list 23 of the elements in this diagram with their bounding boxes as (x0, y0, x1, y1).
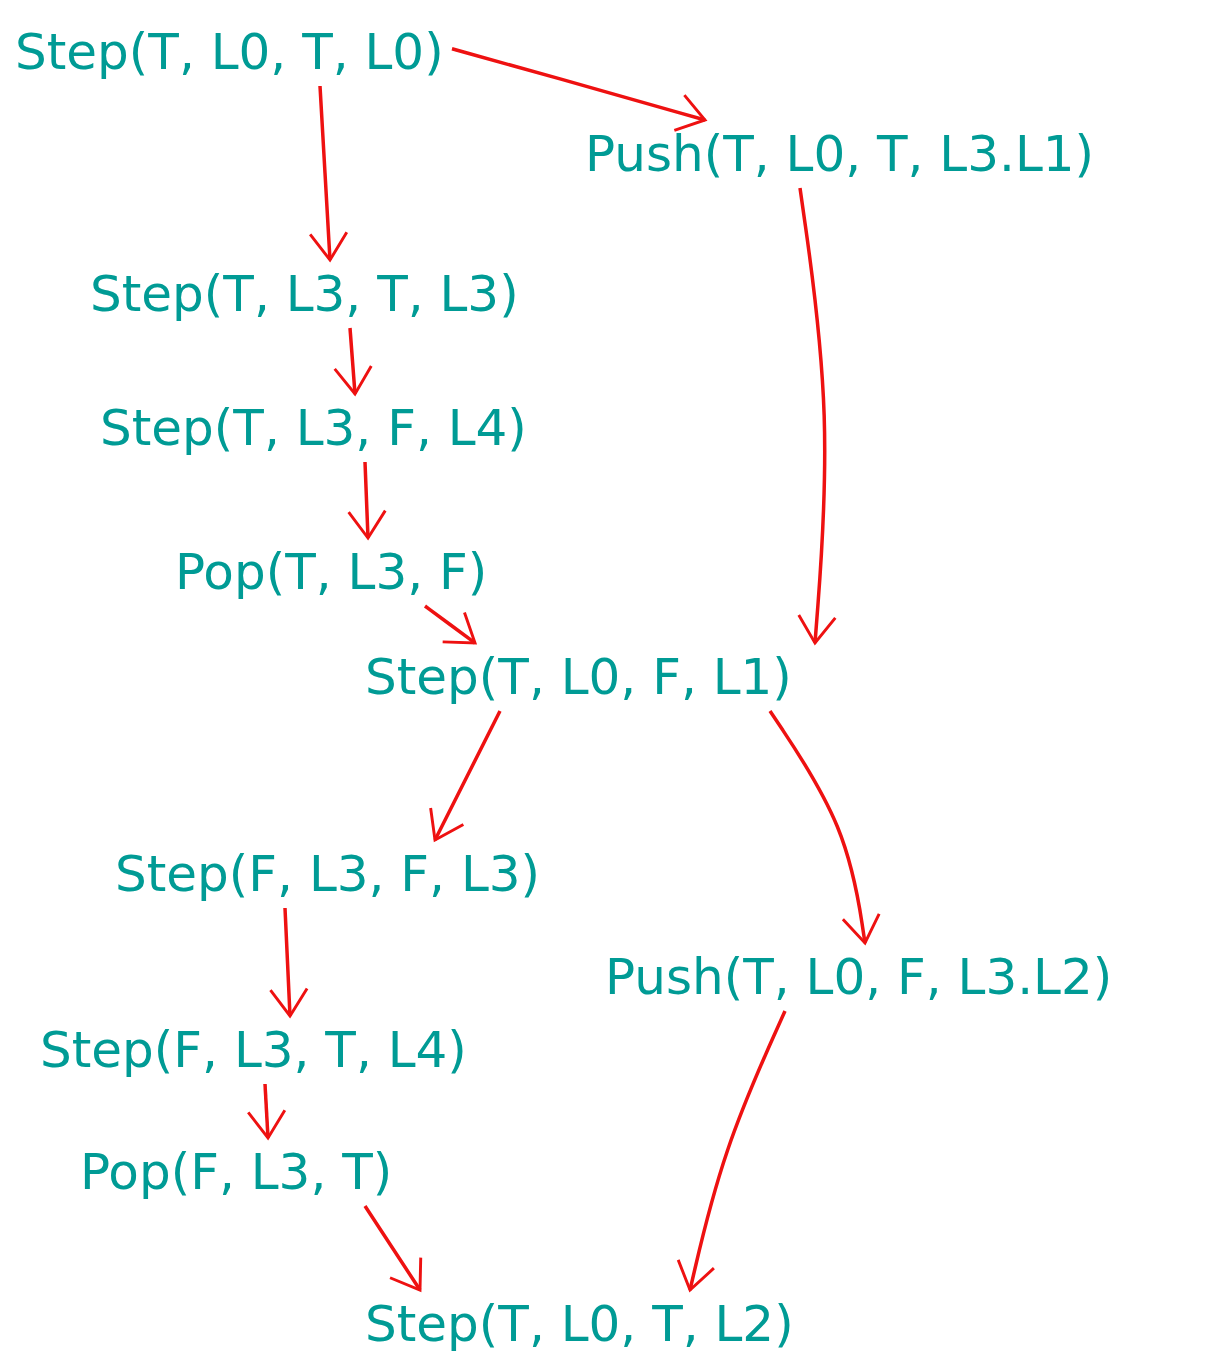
state-label: Step(T, L0, T, L0) (15, 20, 444, 84)
arrow (246, 1083, 287, 1140)
arrow (768, 710, 881, 945)
arrow (423, 604, 477, 645)
arrow (308, 85, 349, 262)
state-label: Step(T, L0, F, L1) (365, 645, 792, 709)
state-label: Step(T, L0, T, L2) (365, 1292, 794, 1356)
state-label: Push(T, L0, T, L3.L1) (585, 122, 1095, 186)
state-label: Step(T, L3, F, L4) (100, 396, 527, 460)
arrow (347, 461, 387, 540)
arrow (429, 710, 502, 842)
arrow (333, 327, 373, 396)
arrow (676, 1010, 787, 1292)
arrow (797, 187, 837, 645)
state-label: Step(T, L3, T, L3) (90, 262, 519, 326)
arrow (363, 1205, 423, 1292)
arrow (269, 907, 309, 1018)
arrow (451, 47, 707, 132)
state-label: Step(F, L3, T, L4) (40, 1018, 467, 1082)
state-label: Push(T, L0, F, L3.L2) (605, 945, 1113, 1009)
state-label: Step(F, L3, F, L3) (115, 842, 541, 906)
state-label: Pop(F, L3, T) (80, 1140, 393, 1204)
state-label: Pop(T, L3, F) (175, 540, 488, 604)
